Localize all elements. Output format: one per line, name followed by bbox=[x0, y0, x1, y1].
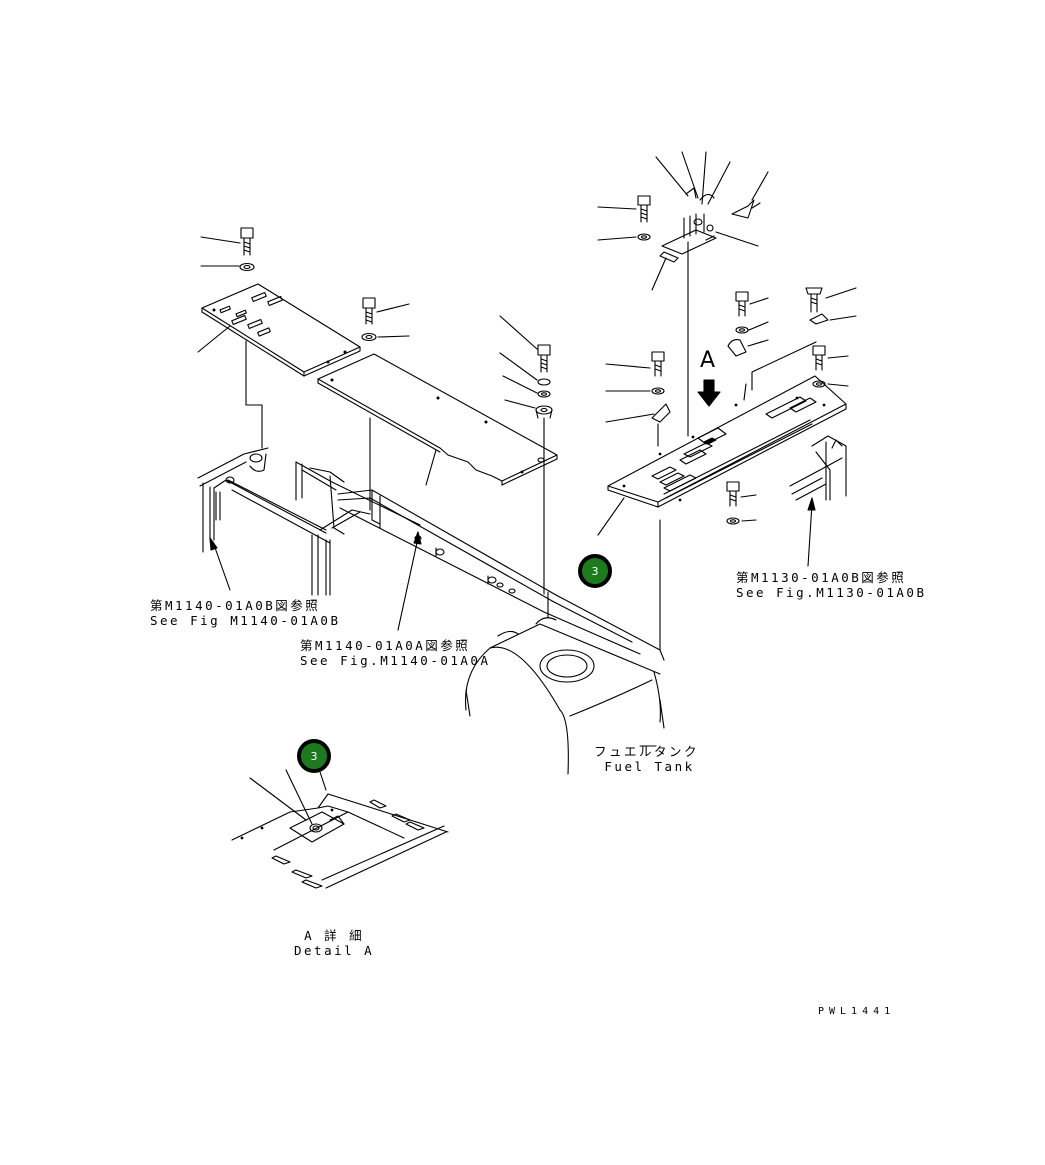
bolt-stack-center bbox=[499, 315, 553, 419]
view-letter-a: A bbox=[700, 348, 716, 373]
fuel-tank-label: フュエルタンク Fuel Tank bbox=[594, 744, 699, 774]
left-cover-plate bbox=[197, 283, 361, 377]
bolt-left-top bbox=[200, 227, 255, 272]
reference-label-jp: 第M1140-01A0A図参照 bbox=[300, 638, 471, 653]
reference-label-en: See Fig M1140-01A0B bbox=[150, 613, 341, 628]
bolt-top-bracket bbox=[597, 195, 651, 241]
callout-badge-3-detail[interactable]: 3 bbox=[297, 739, 331, 773]
reference-label-en: See Fig.M1130-01A0B bbox=[736, 585, 927, 600]
view-arrow-icon bbox=[697, 379, 721, 407]
bolt-upper-right-c bbox=[812, 345, 849, 388]
callout-number: 3 bbox=[310, 749, 318, 763]
callout-number: 3 bbox=[591, 564, 599, 578]
drawing-code: PWL1441 bbox=[818, 1006, 896, 1017]
bolt-upper-right-b bbox=[805, 287, 857, 325]
bolt-upper-right-a bbox=[727, 291, 769, 357]
fuel-tank bbox=[464, 617, 665, 775]
detail-a-label-en: Detail A bbox=[294, 943, 375, 958]
detail-a-view bbox=[231, 769, 449, 889]
reference-arrows bbox=[209, 497, 816, 631]
callout-badge-3[interactable]: 3 bbox=[578, 554, 612, 588]
middle-cover-plate bbox=[317, 353, 558, 486]
reference-label-m1140-a: 第M1140-01A0A図参照 See Fig.M1140-01A0A bbox=[300, 638, 491, 668]
fuel-tank-label-jp: フュエルタンク bbox=[594, 744, 700, 759]
detail-a-label-jp: A 詳 細 bbox=[304, 928, 365, 943]
frame-structure bbox=[197, 241, 689, 661]
reference-label-jp: 第M1130-01A0B図参照 bbox=[736, 570, 907, 585]
reference-label-en: See Fig.M1140-01A0A bbox=[300, 653, 491, 668]
reference-label-jp: 第M1140-01A0B図参照 bbox=[150, 598, 321, 613]
bolt-middle-top bbox=[361, 297, 410, 342]
reference-label-m1130-b: 第M1130-01A0B図参照 See Fig.M1130-01A0B bbox=[736, 570, 927, 600]
bracket-assembly bbox=[651, 151, 769, 291]
reference-label-m1140-b: 第M1140-01A0B図参照 See Fig M1140-01A0B bbox=[150, 598, 341, 628]
right-cover-plate bbox=[597, 341, 847, 536]
bolt-right-lower bbox=[726, 481, 757, 525]
bolt-right-mid bbox=[605, 351, 671, 447]
detail-a-label: A 詳 細 Detail A bbox=[294, 928, 374, 958]
fuel-tank-label-en: Fuel Tank bbox=[604, 759, 695, 774]
